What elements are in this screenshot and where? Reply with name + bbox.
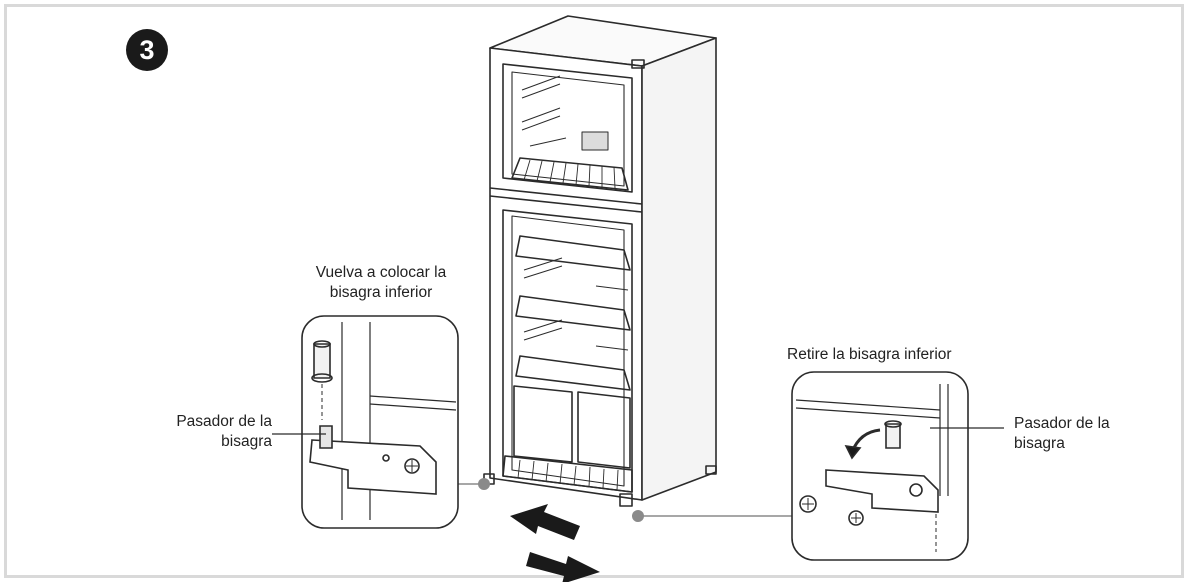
arrow-left-icon — [510, 504, 580, 540]
connector-left — [458, 478, 490, 490]
label-hinge-pin-left: Pasador de la bisagra — [176, 413, 272, 450]
label-replace-hinge: Vuelva a colocar la bisagra inferior — [315, 264, 447, 301]
diagram-frame — [4, 4, 1184, 578]
connector-right — [632, 510, 792, 522]
arrow-right-icon — [526, 552, 600, 582]
step-number-badge: 3 — [126, 29, 168, 71]
refrigerator-body — [483, 15, 717, 507]
detail-box-remove-hinge — [791, 371, 1004, 561]
detail-box-replace-hinge — [272, 315, 459, 529]
label-remove-hinge: Retire la bisagra inferior — [787, 346, 952, 363]
label-hinge-pin-right: Pasador de la bisagra — [1014, 415, 1110, 452]
